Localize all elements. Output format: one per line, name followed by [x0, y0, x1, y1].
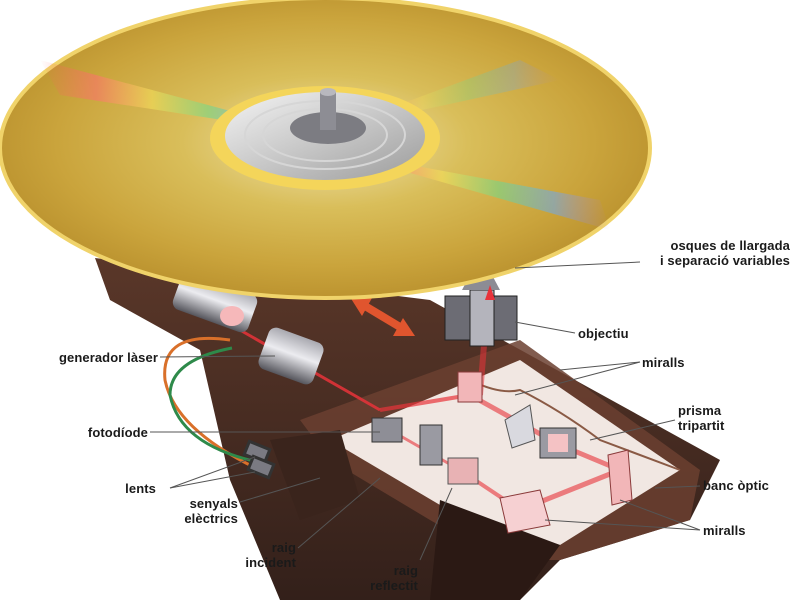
label-reflected-ray-line1: raig — [393, 563, 418, 578]
label-electrical-signals-line1: senyals — [189, 496, 238, 511]
label-mirrors-top: miralls — [642, 355, 685, 370]
prism — [504, 404, 536, 449]
label-reflected-ray: raig reflectit — [330, 563, 418, 593]
label-incident-ray-line1: raig — [271, 540, 296, 555]
label-objective: objectiu — [578, 326, 629, 341]
label-notches-line2: i separació variables — [659, 253, 790, 268]
electrical-wires — [163, 336, 276, 480]
mirror-bottom-right — [607, 449, 633, 506]
label-prism: prisma tripartit — [678, 403, 724, 433]
label-incident-ray-line2: incident — [245, 555, 296, 570]
label-electrical-signals-line2: elèctrics — [184, 511, 238, 526]
label-reflected-ray-line2: reflectit — [370, 578, 418, 593]
objective-lens — [444, 275, 518, 347]
lens-block-1 — [539, 427, 577, 459]
photodiode-block — [371, 417, 479, 485]
mirror-bottom-left — [499, 489, 551, 534]
label-lenses: lents — [125, 481, 156, 496]
mirror-top — [457, 371, 483, 403]
label-incident-ray: raig incident — [200, 540, 296, 570]
label-photodiode: fotodíode — [87, 425, 148, 440]
disc — [0, 0, 652, 300]
label-electrical-signals: senyals elèctrics — [120, 496, 238, 526]
label-optical-bench: banc òptic — [703, 478, 770, 493]
optical-bench — [95, 258, 720, 600]
label-notches: osques de llargada i separació variables — [600, 238, 790, 268]
label-prism-line1: prisma — [678, 403, 722, 418]
label-notches-line1: osques de llargada — [670, 238, 790, 253]
leader-lines — [150, 261, 701, 561]
label-mirrors-bottom: miralls — [703, 523, 746, 538]
sled-movement-arrow — [350, 297, 415, 336]
label-prism-line2: tripartit — [678, 418, 725, 433]
label-laser-generator: generador làser — [58, 350, 158, 365]
